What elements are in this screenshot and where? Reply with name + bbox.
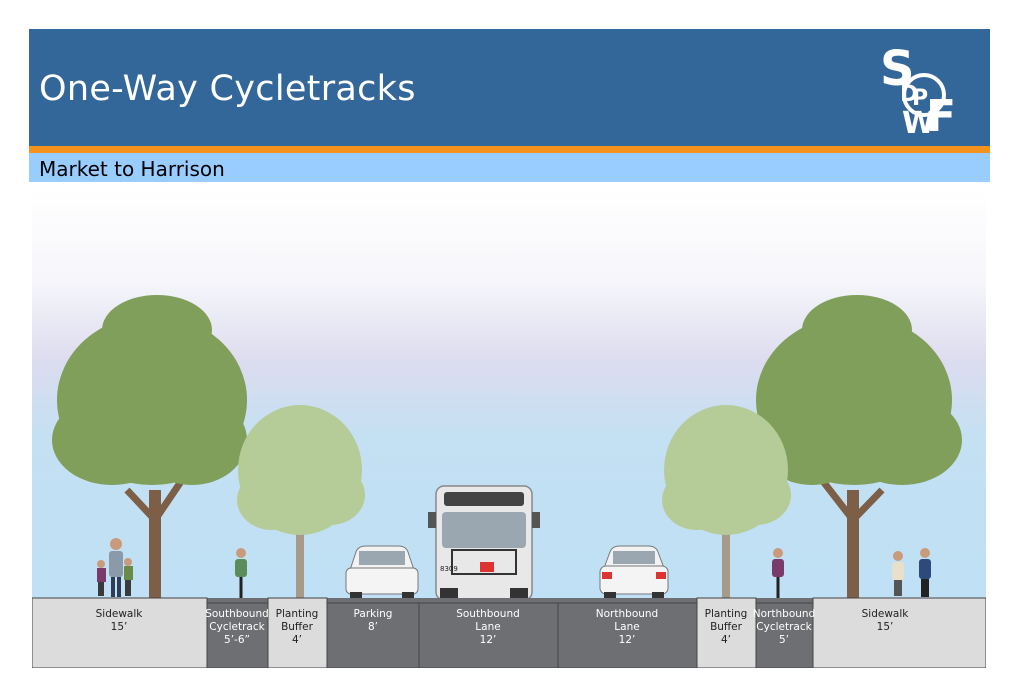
- label-line: 4’: [292, 634, 302, 646]
- svg-text:D: D: [900, 82, 918, 107]
- label-line: Northbound: [753, 608, 815, 620]
- label-cycletrack-south: Southbound Cycletrack 5’-6”: [205, 608, 269, 646]
- label-line: Southbound: [456, 608, 520, 620]
- label-line: Sidewalk: [96, 608, 144, 620]
- surface-planting-left: [267, 597, 328, 668]
- accent-stripe: [29, 146, 990, 153]
- header-banner: One-Way Cycletracks S P D F W: [29, 29, 990, 146]
- car-icon: [599, 545, 669, 600]
- label-line: 5’: [779, 634, 789, 646]
- road-surface: [32, 597, 986, 668]
- page-title: One-Way Cycletracks: [39, 69, 416, 109]
- car-icon: [345, 545, 419, 600]
- segment-labels: Sidewalk 15’ Southbound Cycletrack 5’-6”…: [96, 608, 910, 646]
- label-line: Northbound: [596, 608, 658, 620]
- label-planting-right: Planting Buffer 4’: [705, 608, 748, 646]
- cyclist-icon: [235, 548, 247, 598]
- label-line: Lane: [475, 621, 500, 633]
- label-line: Cycletrack: [209, 621, 265, 633]
- label-sidewalk-left: Sidewalk 15’: [96, 608, 144, 633]
- label-line: Southbound: [205, 608, 269, 620]
- label-line: Sidewalk: [862, 608, 910, 620]
- label-line: Planting: [276, 608, 319, 620]
- label-planting-left: Planting Buffer 4’: [276, 608, 319, 646]
- svg-text:P: P: [912, 86, 928, 111]
- label-line: Buffer: [710, 621, 743, 633]
- label-line: Cycletrack: [756, 621, 812, 633]
- label-sidewalk-right: Sidewalk 15’: [862, 608, 910, 633]
- pedestrian-icon: [97, 538, 133, 597]
- label-cycletrack-north: Northbound Cycletrack 5’: [753, 608, 815, 646]
- cyclist-icon: [772, 548, 784, 598]
- street-cross-section: 8309: [32, 190, 986, 668]
- svg-text:S: S: [880, 41, 915, 97]
- tree-icon: [662, 405, 791, 600]
- surface-sidewalk-right: [812, 597, 986, 668]
- label-parking: Parking 8’: [354, 608, 393, 633]
- subtitle-band: Market to Harrison: [29, 153, 990, 182]
- label-line: Lane: [614, 621, 639, 633]
- tree-icon: [237, 405, 365, 600]
- logo-icon: S P D F W: [880, 41, 956, 135]
- surface-cycletrack-north: [755, 602, 814, 668]
- surface-planting-right: [696, 597, 757, 668]
- label-line: 15’: [877, 621, 894, 633]
- page-subtitle: Market to Harrison: [39, 157, 225, 181]
- label-line: Buffer: [281, 621, 314, 633]
- bus-icon: 8309: [428, 485, 540, 601]
- label-lane-south: Southbound Lane 12’: [456, 608, 520, 646]
- surface-lane-south: [418, 602, 559, 668]
- tree-icon: [52, 295, 247, 600]
- surface-sidewalk-left: [32, 597, 208, 668]
- label-line: 4’: [721, 634, 731, 646]
- label-line: Parking: [354, 608, 393, 620]
- label-line: 12’: [619, 634, 636, 646]
- surface-parking: [326, 602, 420, 668]
- svg-text:8309: 8309: [440, 565, 458, 573]
- label-line: 15’: [111, 621, 128, 633]
- label-line: Planting: [705, 608, 748, 620]
- surface-cycletrack-south: [206, 602, 269, 668]
- svg-text:F: F: [926, 91, 956, 135]
- label-line: 8’: [368, 621, 378, 633]
- label-line: 5’-6”: [224, 634, 250, 646]
- label-line: 12’: [480, 634, 497, 646]
- svg-text:W: W: [902, 106, 935, 135]
- label-lane-north: Northbound Lane 12’: [596, 608, 658, 646]
- pedestrian-icon: [892, 548, 931, 597]
